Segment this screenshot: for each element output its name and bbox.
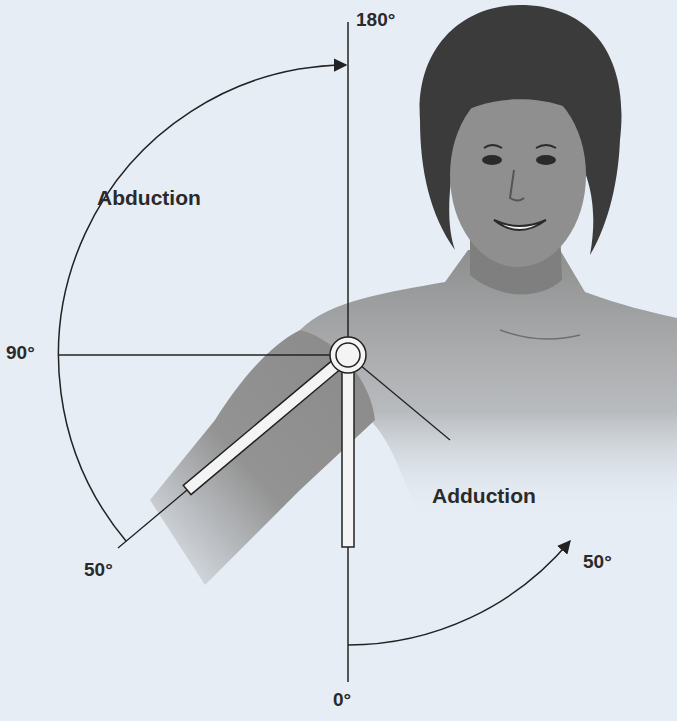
adduction-arc <box>348 541 570 645</box>
angle-label: 50° <box>84 560 113 581</box>
angle-label: 180° <box>356 10 395 31</box>
arm <box>150 330 375 585</box>
abduction-arc <box>58 65 346 541</box>
angle-label: 50° <box>583 552 612 573</box>
goniometer-moving-arm <box>183 357 344 495</box>
motion-label: Adduction <box>432 484 536 507</box>
motion-label: Abduction <box>97 186 201 209</box>
adduction-line <box>348 355 450 440</box>
fringe <box>450 79 588 120</box>
horizontal-axis <box>58 354 348 356</box>
angle-label: 90° <box>6 343 35 364</box>
angle-label: 0° <box>333 690 351 711</box>
abduction-50-line <box>118 355 348 548</box>
face <box>450 83 586 267</box>
goniometer-fixed-arm <box>342 365 354 547</box>
goniometer-pivot <box>330 337 366 373</box>
